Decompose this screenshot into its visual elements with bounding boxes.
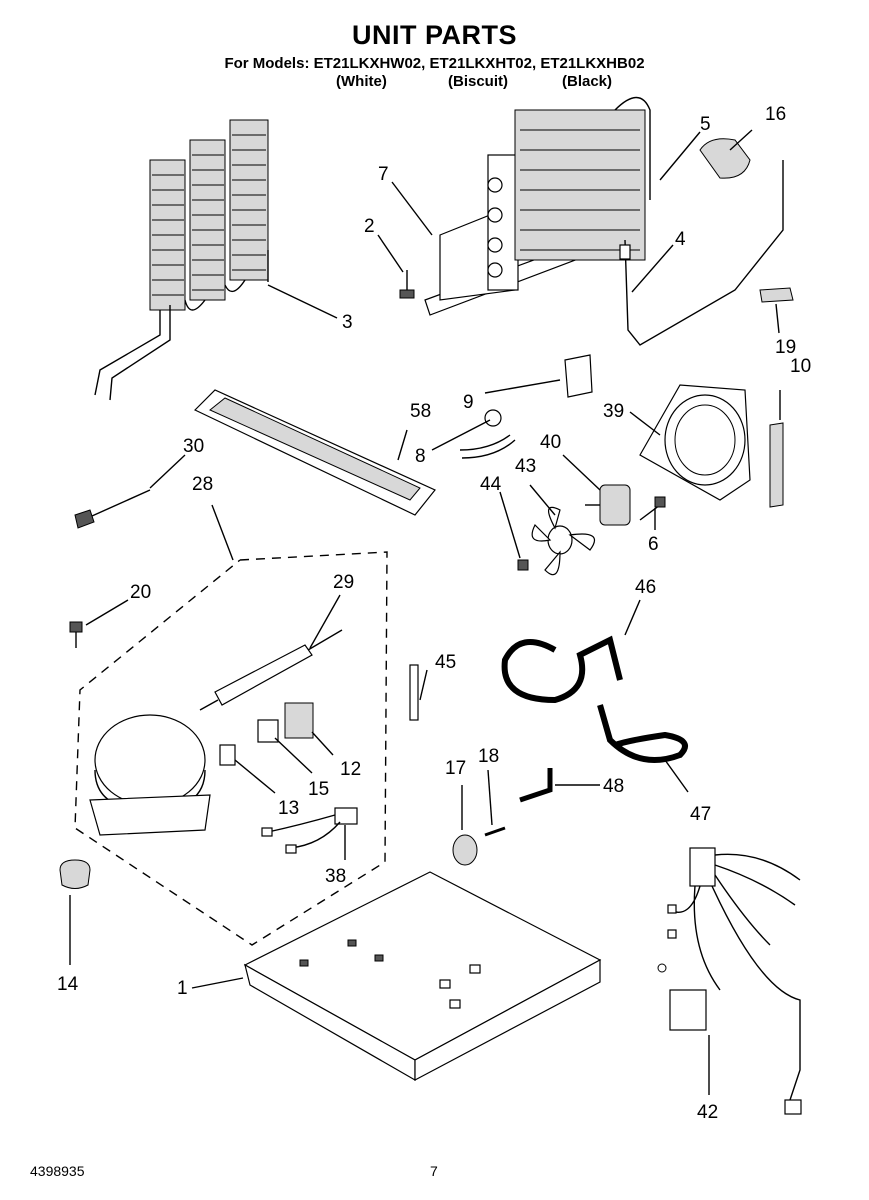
callout-43: 43 (515, 456, 536, 477)
callout-7: 7 (378, 164, 389, 185)
base-plate-drawing (243, 871, 602, 1082)
screw-drawing (399, 270, 415, 299)
fan-clip-drawing (517, 559, 529, 571)
callout-45: 45 (435, 652, 456, 673)
color-biscuit-label: (Biscuit) (448, 73, 508, 90)
connector-drawing (219, 744, 236, 766)
callout-28: 28 (192, 474, 213, 495)
callout-9: 9 (463, 392, 474, 413)
compressor-assembly-outline (74, 551, 388, 946)
callout-1: 1 (177, 978, 188, 999)
color-white-label: (White) (336, 73, 387, 90)
tube-drawing (501, 635, 623, 704)
probe-drawing (74, 489, 151, 529)
grommet-drawing (459, 409, 516, 459)
callout-44: 44 (480, 474, 502, 495)
overload-drawing (257, 719, 279, 743)
color-black-label: (Black) (562, 73, 613, 90)
thermistor-wire-drawing (624, 160, 784, 346)
filter-drier-drawing (199, 629, 343, 711)
callout-39: 39 (603, 401, 624, 422)
roller-drawing (452, 834, 478, 866)
callout-6: 6 (648, 534, 659, 555)
callout-8: 8 (415, 446, 426, 467)
fan-blade-drawing (531, 506, 595, 576)
pin-drawing (409, 664, 419, 721)
compressor-screw-drawing (69, 621, 83, 648)
main-harness-drawing (657, 847, 802, 1115)
callout-labels: 3 7 2 5 16 4 19 10 9 58 8 39 40 43 44 6 … (57, 104, 811, 1123)
evaporator-drawing (424, 96, 651, 316)
leader-lines (69, 129, 781, 1095)
callout-29: 29 (333, 572, 354, 593)
motor-screw-drawing (639, 496, 666, 521)
cap-drawing (699, 138, 751, 179)
callout-12: 12 (340, 759, 361, 780)
callout-40: 40 (540, 432, 561, 453)
callout-10: 10 (790, 356, 811, 377)
callout-15: 15 (308, 779, 329, 800)
bracket-drawing (564, 354, 593, 398)
short-tube-drawing (519, 768, 553, 803)
callout-30: 30 (183, 436, 204, 457)
callout-16: 16 (765, 104, 786, 125)
callout-42: 42 (697, 1102, 718, 1123)
callout-18: 18 (478, 746, 499, 767)
roller-axle-drawing (484, 826, 506, 837)
mounting-grommet-drawing (59, 859, 91, 889)
compressor-drawing (89, 714, 211, 836)
document-number: 4398935 (30, 1163, 85, 1179)
callout-48: 48 (603, 776, 624, 797)
callout-3: 3 (342, 312, 353, 333)
page-title: UNIT PARTS (352, 20, 517, 50)
callout-38: 38 (325, 866, 346, 887)
callout-58: 58 (410, 401, 431, 422)
callout-19: 19 (775, 337, 796, 358)
callout-5: 5 (700, 114, 711, 135)
page-number: 7 (430, 1163, 438, 1179)
callout-47: 47 (690, 804, 711, 825)
fan-shroud-drawing (639, 384, 751, 501)
callout-46: 46 (635, 577, 656, 598)
suction-tube-drawing (597, 704, 688, 763)
callout-4: 4 (675, 229, 686, 250)
drain-tray-drawing (193, 389, 436, 516)
callout-2: 2 (364, 216, 375, 237)
models-line: For Models: ET21LKXHW02, ET21LKXHT02, ET… (224, 55, 645, 72)
callout-14: 14 (57, 974, 79, 995)
condenser-coil-drawing (94, 119, 269, 401)
relay-drawing (284, 702, 314, 739)
compressor-harness-drawing (261, 807, 358, 854)
clip-drawing (759, 287, 794, 303)
strip-drawing (769, 422, 784, 508)
callout-17: 17 (445, 758, 466, 779)
callout-20: 20 (130, 582, 151, 603)
fan-motor-drawing (585, 484, 631, 526)
callout-13: 13 (278, 798, 299, 819)
